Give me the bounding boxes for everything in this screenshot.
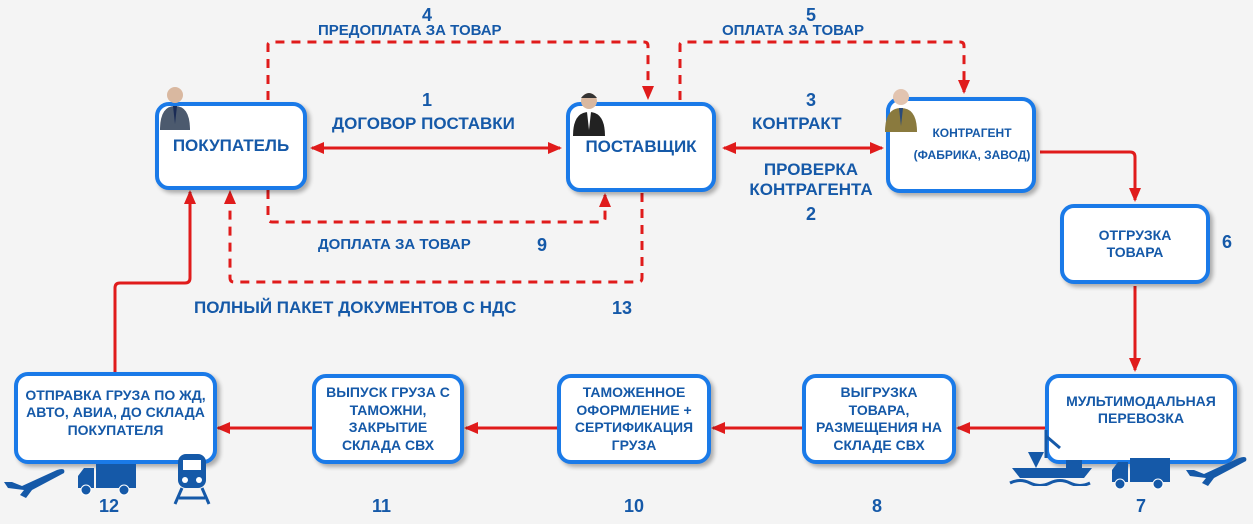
person-icon xyxy=(885,89,917,132)
step-number: 1 xyxy=(422,90,433,110)
label-documents: ПОЛНЫЙ ПАКЕТ ДОКУМЕНТОВ С НДС xyxy=(194,298,517,317)
node-shipment[interactable]: ОТГРУЗКА ТОВАРА xyxy=(1060,204,1210,284)
arrow-surcharge-9 xyxy=(266,190,611,224)
label-contract: КОНТРАКТ xyxy=(752,114,842,133)
label-surcharge: ДОПЛАТА ЗА ТОВАР xyxy=(318,236,471,253)
node-label: ВЫГРУЗКА ТОВАРА, РАЗМЕЩЕНИЯ НА СКЛАДЕ СВ… xyxy=(816,384,942,453)
step-number: 11 xyxy=(372,496,392,516)
step-number: 3 xyxy=(806,90,817,110)
step-number: 5 xyxy=(806,5,817,25)
node-release[interactable]: ВЫПУСК ГРУЗА С ТАМОЖНИ, ЗАКРЫТИЕ СКЛАДА … xyxy=(312,374,464,464)
label-supply-agreement: ДОГОВОР ПОСТАВКИ xyxy=(332,114,515,133)
person-icon xyxy=(573,93,605,136)
arrow-documents-13 xyxy=(224,190,644,284)
arrow-prepayment-4 xyxy=(266,40,654,100)
node-label: ПОСТАВЩИК xyxy=(585,137,697,157)
label-payment: ОПЛАТА ЗА ТОВАР xyxy=(722,22,865,39)
step-number: 4 xyxy=(422,5,433,25)
step-number: 9 xyxy=(537,235,548,255)
step-number: 8 xyxy=(872,496,883,516)
node-label: ПОКУПАТЕЛЬ xyxy=(172,136,290,156)
person-icon xyxy=(160,87,190,130)
ship-icon xyxy=(1009,430,1092,486)
step-number: 13 xyxy=(612,298,633,318)
arrow-to-shipment xyxy=(1040,150,1141,202)
airplane-icon xyxy=(1186,457,1247,486)
node-label: ВЫПУСК ГРУЗА С ТАМОЖНИ, ЗАКРЫТИЕ СКЛАДА … xyxy=(326,384,450,453)
arrow-to-buyer xyxy=(113,190,196,372)
node-unloading[interactable]: ВЫГРУЗКА ТОВАРА, РАЗМЕЩЕНИЯ НА СКЛАДЕ СВ… xyxy=(802,374,956,464)
node-label: КОНТРАГЕНТ (ФАБРИКА, ЗАВОД) xyxy=(913,126,1031,162)
node-dispatch[interactable]: ОТПРАВКА ГРУЗА ПО ЖД, АВТО, АВИА, ДО СКЛ… xyxy=(14,372,217,464)
node-multimodal[interactable]: МУЛЬТИМОДАЛЬНАЯ ПЕРЕВОЗКА xyxy=(1045,374,1237,464)
train-icon xyxy=(173,454,211,505)
step-number: 7 xyxy=(1136,496,1147,516)
node-customs[interactable]: ТАМОЖЕННОЕ ОФОРМЛЕНИЕ + СЕРТИФИКАЦИЯ ГРУ… xyxy=(557,374,711,464)
step-number: 10 xyxy=(624,496,645,516)
truck-icon xyxy=(1112,458,1170,490)
node-label: ТАМОЖЕННОЕ ОФОРМЛЕНИЕ + СЕРТИФИКАЦИЯ ГРУ… xyxy=(574,384,694,453)
airplane-icon xyxy=(4,469,65,498)
arrow-payment-5 xyxy=(678,40,970,100)
label-counterparty-check: ПРОВЕРКА КОНТРАГЕНТА xyxy=(749,160,873,200)
label-prepayment: ПРЕДОПЛАТА ЗА ТОВАР xyxy=(318,22,502,39)
node-label: ОТПРАВКА ГРУЗА ПО ЖД, АВТО, АВИА, ДО СКЛ… xyxy=(25,386,206,438)
truck-icon xyxy=(78,464,136,496)
step-number: 6 xyxy=(1222,232,1233,252)
step-number: 2 xyxy=(806,204,817,224)
node-supplier[interactable]: ПОСТАВЩИК xyxy=(566,102,716,192)
node-label: ОТГРУЗКА ТОВАРА xyxy=(1098,226,1172,261)
node-label: МУЛЬТИМОДАЛЬНАЯ ПЕРЕВОЗКА xyxy=(1066,392,1216,427)
step-number: 12 xyxy=(99,496,120,516)
